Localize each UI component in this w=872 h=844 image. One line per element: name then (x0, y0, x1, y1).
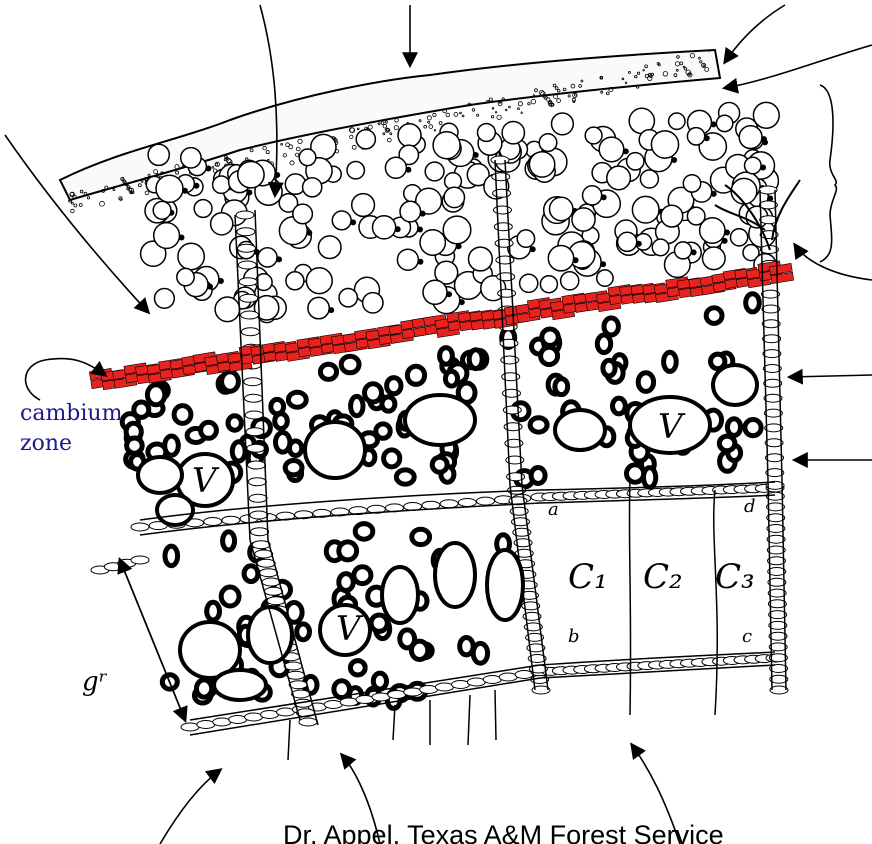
arrow-right-1 (795, 245, 872, 280)
arrow-top-right-1 (725, 5, 785, 62)
cell-c1-label: C₁ (568, 557, 608, 597)
arrow-top-right-2 (725, 45, 872, 88)
cambium-zone-label: cambium (20, 401, 123, 426)
growth-ring-width-arrow (120, 560, 185, 720)
point-d-label: d (744, 496, 756, 517)
vessel-label: V (658, 407, 686, 447)
point-a-label: a (548, 499, 559, 520)
credit-line: Dr. Appel, Texas A&M Forest Service (283, 820, 724, 844)
arrow-right-2 (790, 375, 872, 377)
growth-ring-label: gʳ (82, 667, 108, 697)
cell-c2-label: C₂ (643, 557, 683, 597)
cambium-zone-label-line2: zone (20, 431, 72, 456)
arrow-bottom-left (160, 770, 220, 844)
bark-bracket (820, 85, 836, 262)
cell-c3-label: C₃ (715, 557, 755, 597)
vessel-label: V (192, 461, 220, 501)
vessel-label: V (336, 609, 364, 649)
point-c-label: c (742, 626, 752, 647)
point-b-label: b (568, 626, 580, 647)
